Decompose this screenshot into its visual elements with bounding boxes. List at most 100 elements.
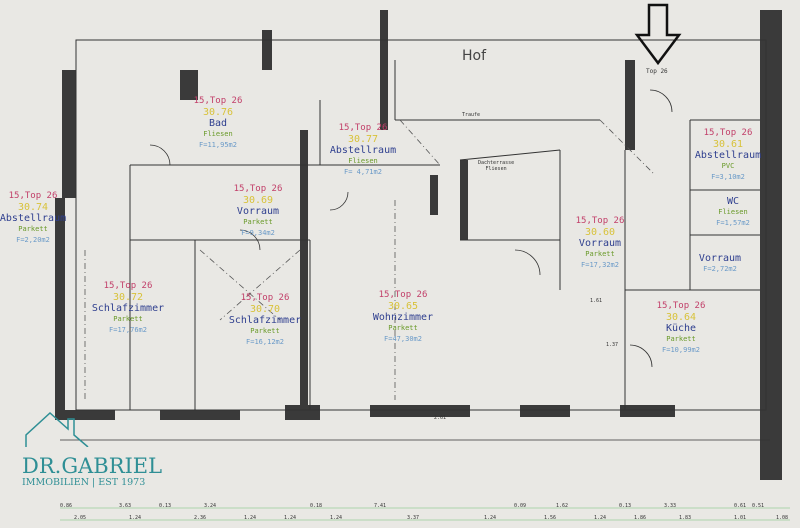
room-name: Wohnzimmer (372, 312, 434, 323)
room-number: 30.61 (712, 139, 744, 150)
room-area: F=11,95m2 (199, 141, 237, 149)
dimension-label: 3.33 (663, 503, 677, 509)
room-name: Schlafzimmer (228, 315, 302, 326)
room-name: Abstellraum (329, 145, 397, 156)
room-floor: Parkett (113, 315, 143, 323)
room-number: 30.77 (347, 134, 379, 145)
unit-tag: 15,Top 26 (703, 128, 753, 138)
room-area: F=9,34m2 (241, 229, 275, 237)
dimension-kitchen-width: 1.61 (589, 298, 603, 304)
room-number: 30.69 (242, 195, 274, 206)
unit-tag: 15,Top 26 (103, 281, 153, 291)
room-name: Abstellraum (0, 213, 67, 224)
dimension-label: 3.24 (203, 503, 217, 509)
room-name: Vorraum (578, 238, 622, 249)
unit-tag: 15,Top 26 (193, 96, 243, 106)
company-logo: DR.GABRIEL IMMOBILIEN | EST 1973 (22, 411, 163, 488)
door-swings (149, 89, 673, 368)
room-area: F=2,20m2 (16, 236, 50, 244)
room-number: 30.65 (387, 301, 419, 312)
courtyard-label: Hof (462, 48, 487, 64)
dimension-label: 1.24 (243, 515, 257, 521)
room-number: 30.60 (584, 227, 616, 238)
unit-tag: 15,Top 26 (240, 293, 290, 303)
room-number: 30.76 (202, 107, 234, 118)
room-area: F=10,99m2 (662, 346, 700, 354)
unit-tag: 15,Top 26 (233, 184, 283, 194)
dimension-label: 1.24 (128, 515, 142, 521)
dimension-label: 0.86 (59, 503, 73, 509)
dimension-label: 2.36 (193, 515, 207, 521)
room-area: F=1,57m2 (716, 219, 750, 227)
room-name: Abstellraum (694, 150, 762, 161)
dimension-label: 1.01 (733, 515, 747, 521)
room-area: F= 4,71m2 (344, 168, 382, 176)
dimension-label: 1.86 (633, 515, 647, 521)
dimension-height: 2.61 (433, 415, 447, 421)
room-name: Schlafzimmer (91, 303, 165, 314)
dimension-label: 0.09 (513, 503, 527, 509)
room-floor: Parkett (18, 225, 48, 233)
dimension-depth: 1.37 (605, 342, 619, 348)
room-name: Vorraum (236, 206, 280, 217)
dimension-label: 1.24 (283, 515, 297, 521)
room-name: WC (726, 196, 740, 207)
dimension-label: 1.56 (543, 515, 557, 521)
room-floor: Parkett (666, 335, 696, 343)
room-floor: Parkett (585, 250, 615, 258)
unit-tag: 15,Top 26 (8, 191, 58, 201)
dimension-label: 1.24 (329, 515, 343, 521)
house-logo-icon (25, 411, 89, 447)
room-number: 30.70 (249, 304, 281, 315)
room-floor: Fliesen (203, 130, 233, 138)
room-name: Küche (665, 323, 697, 334)
unit-tag: 15,Top 26 (338, 123, 388, 133)
dimension-label: 1.24 (593, 515, 607, 521)
room-number: 30.64 (665, 312, 697, 323)
room-number: 30.74 (17, 202, 49, 213)
logo-name: DR.GABRIEL (22, 454, 163, 478)
dimension-label: 1.62 (555, 503, 569, 509)
room-floor: Parkett (388, 324, 418, 332)
partition-lines (60, 39, 790, 521)
dimension-label: 7.41 (373, 503, 387, 509)
dimension-label: 0.13 (158, 503, 172, 509)
unit-tag: 15,Top 26 (656, 301, 706, 311)
terrace-label: Dachterrasse Fliesen (478, 160, 514, 172)
room-floor: Parkett (243, 218, 273, 226)
room-name: Vorraum (698, 253, 742, 264)
room-area: F=3,10m2 (711, 173, 745, 181)
dash-dot-lines (84, 119, 656, 400)
room-area: F=2,72m2 (703, 265, 737, 273)
room-floor: PVC (721, 162, 735, 170)
room-area: F=17,76m2 (109, 326, 147, 334)
dimension-label: 3.37 (406, 515, 420, 521)
dimension-label: 0.61 (733, 503, 747, 509)
dimension-label: 3.63 (118, 503, 132, 509)
eaves-label: Traufe (462, 112, 481, 118)
dimension-label: 0.13 (618, 503, 632, 509)
room-number: 30.72 (112, 292, 144, 303)
room-name: Bad (208, 118, 228, 129)
dimension-label: 1.08 (775, 515, 789, 521)
room-floor: Fliesen (718, 208, 748, 216)
dimension-label: 1.24 (483, 515, 497, 521)
dimension-label: 0.18 (309, 503, 323, 509)
entrance-arrow-icon (634, 3, 682, 66)
dimension-label: 2.05 (73, 515, 87, 521)
entrance-label: Top 26 (646, 68, 668, 75)
room-floor: Fliesen (348, 157, 378, 165)
unit-tag: 15,Top 26 (575, 216, 625, 226)
unit-tag: 15,Top 26 (378, 290, 428, 300)
